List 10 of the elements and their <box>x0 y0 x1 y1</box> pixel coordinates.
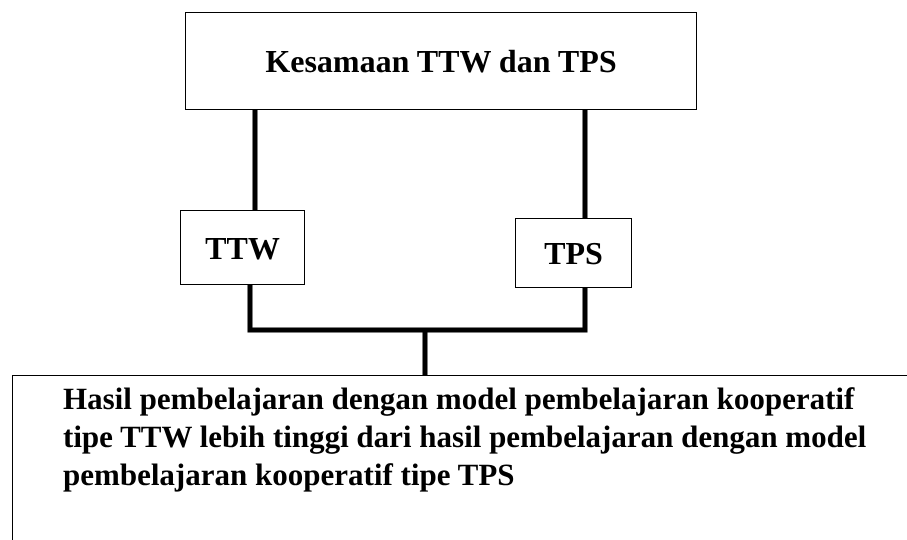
label-box <box>180 210 305 285</box>
connector-line <box>582 108 588 220</box>
conclusion-box <box>12 375 907 540</box>
label-box <box>185 12 697 110</box>
node-label: Kesamaan TTW dan TPS <box>265 43 617 79</box>
connector-line <box>252 108 258 212</box>
label-box <box>515 218 632 288</box>
node-label: TTW <box>205 230 280 266</box>
node-label: TPS <box>544 235 603 271</box>
conclusion-text: Hasil pembelajaran dengan model pembelajaran kooperatif tipe TTW lebih tinggi dari hasil pembelajaran dengan model pembelajaran kooperatif tipe TPS <box>63 380 868 494</box>
